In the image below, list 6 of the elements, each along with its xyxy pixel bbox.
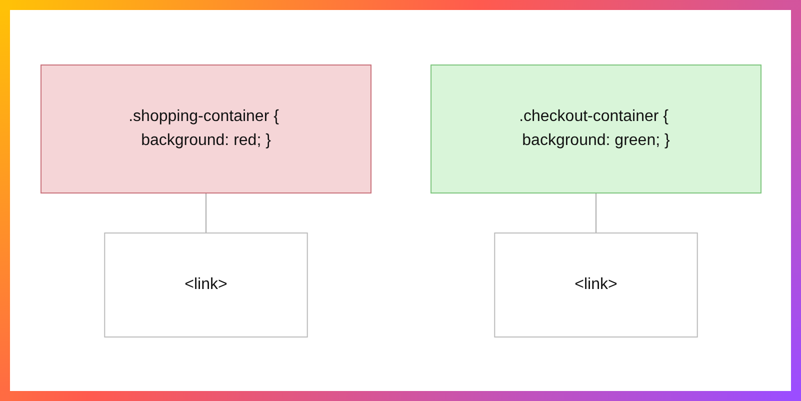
node-box: <link> [104, 232, 308, 337]
connector [595, 192, 596, 233]
connector [205, 192, 206, 233]
node-box: <link> [494, 232, 698, 337]
node-box: .checkout-container { background: green; } [430, 64, 761, 193]
node-box: .shopping-container { background: red; } [40, 64, 371, 193]
